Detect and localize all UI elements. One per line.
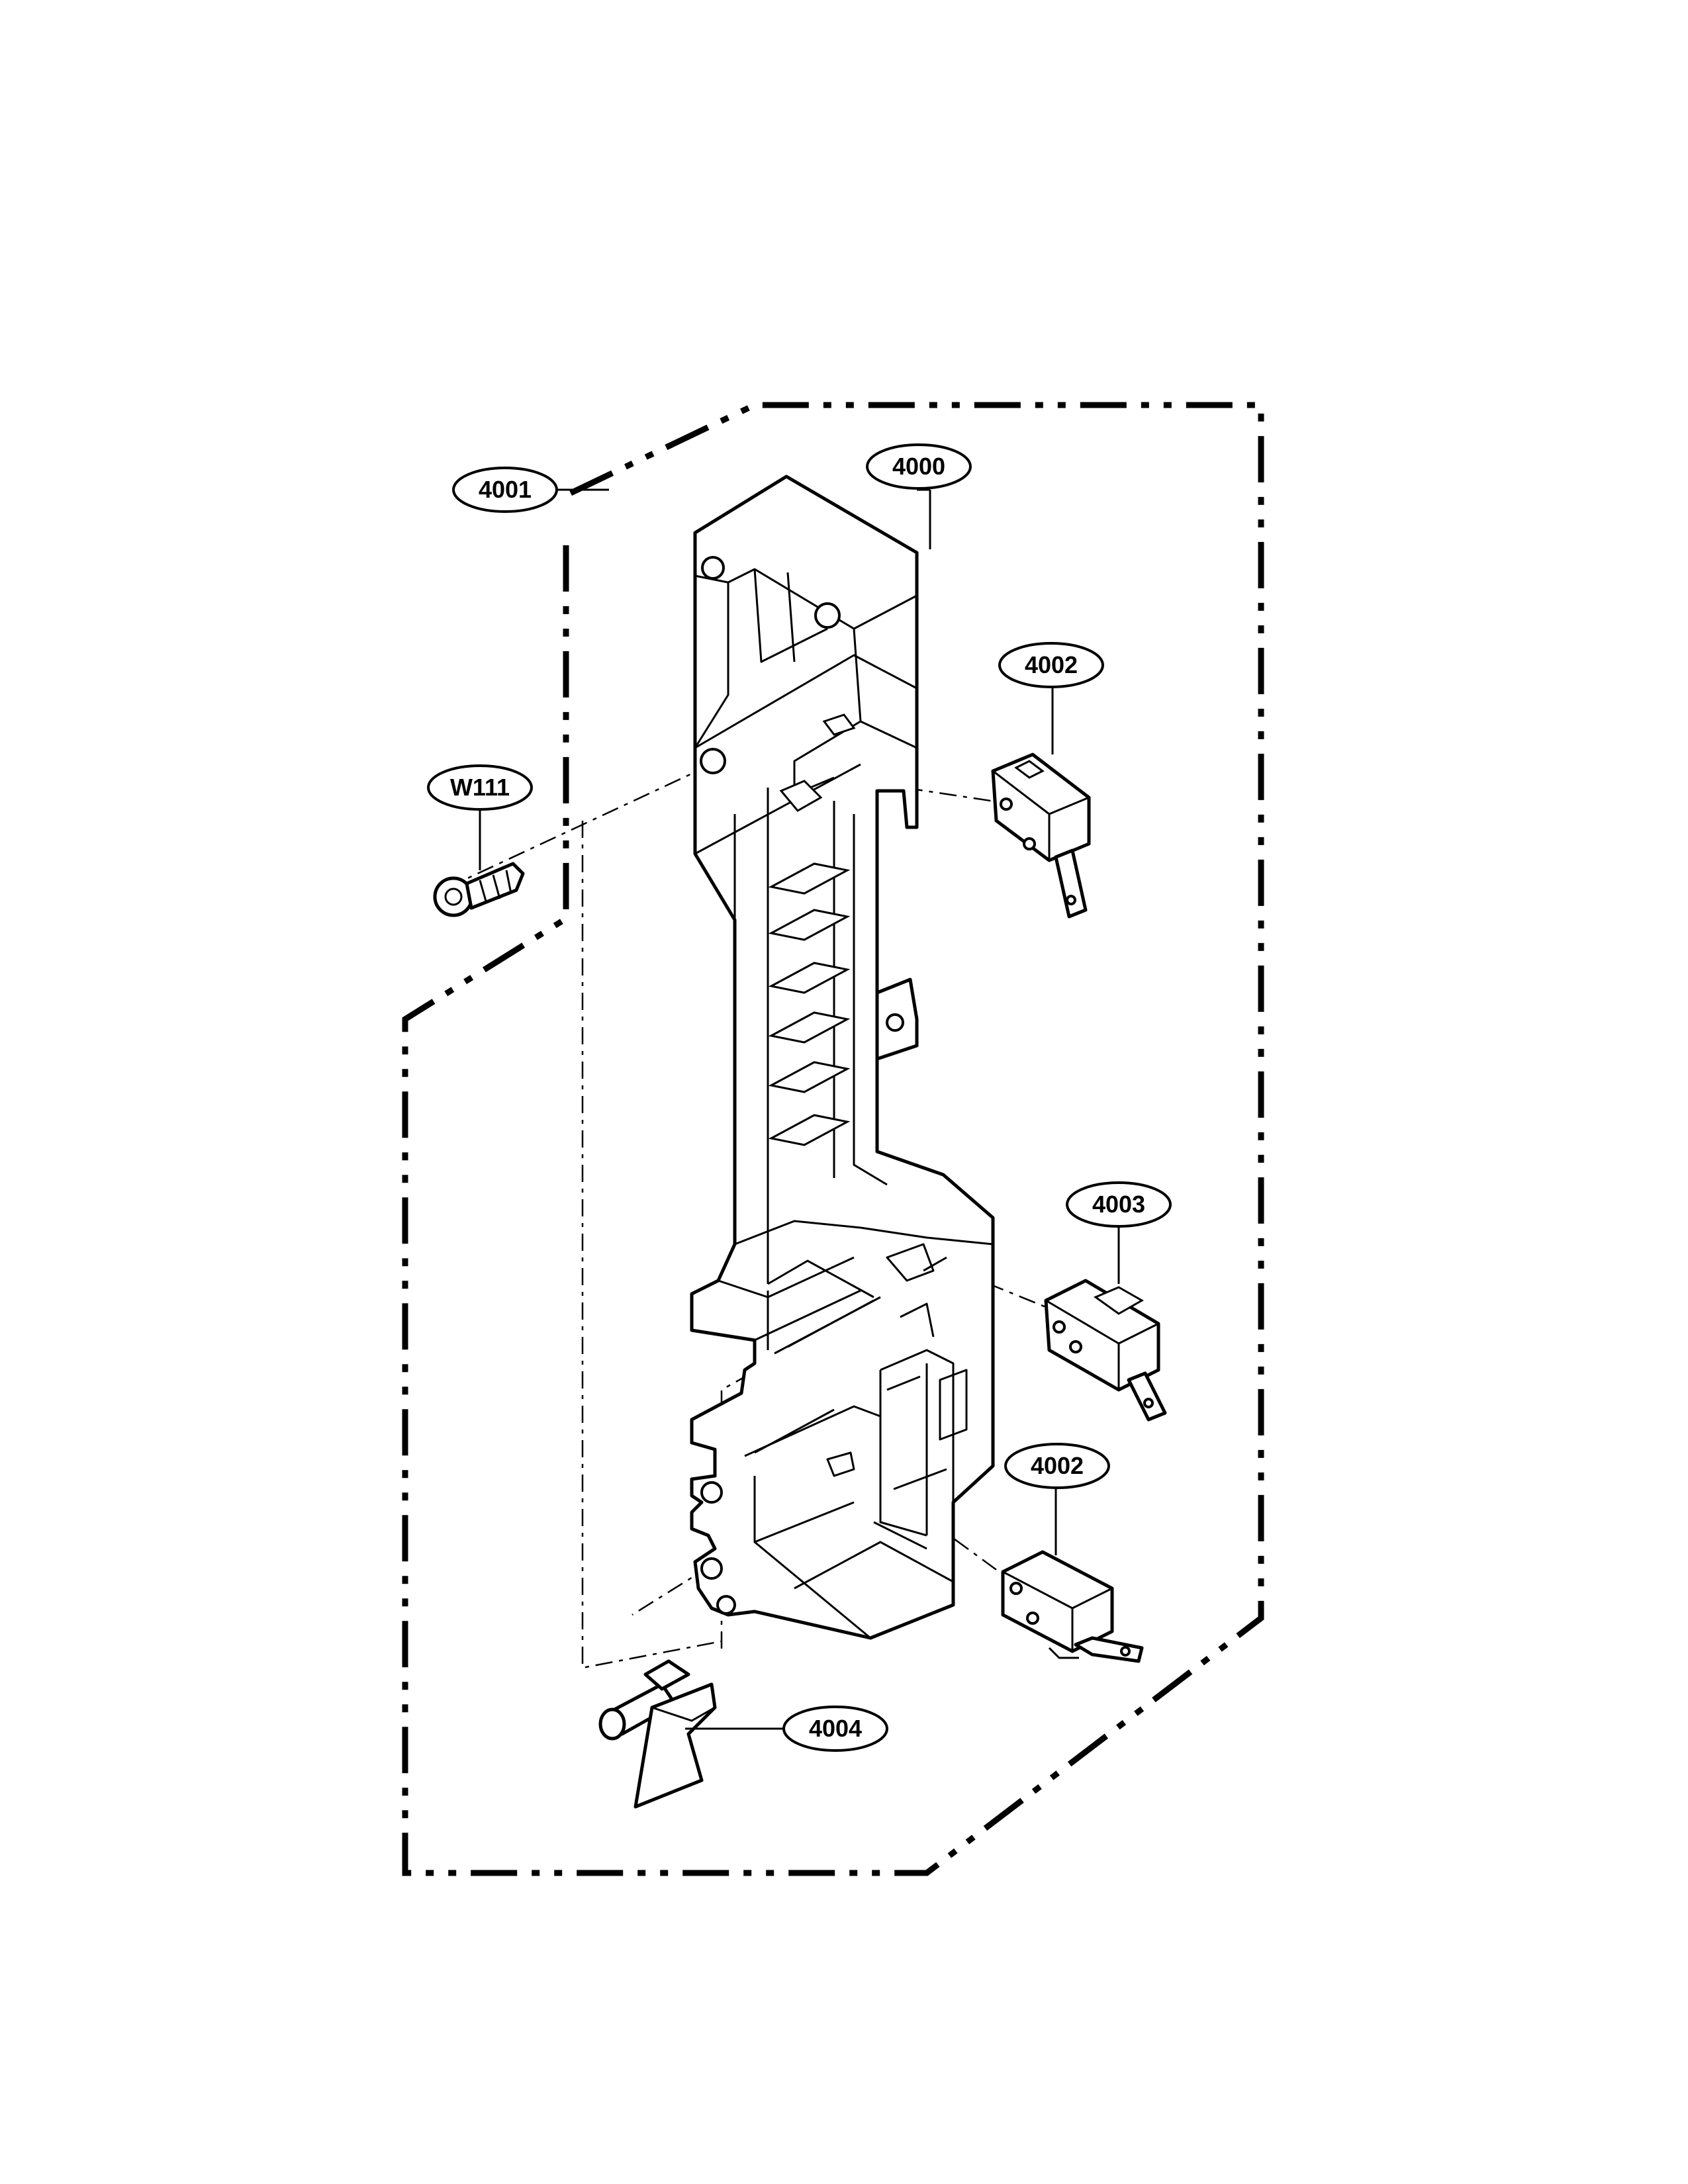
callout-4001: 4001 [452, 467, 558, 513]
callout-w111-label: W111 [450, 774, 510, 801]
switch-holder-frame [690, 475, 995, 1640]
callout-4000-label: 4000 [892, 453, 945, 480]
callout-4002-upper: 4002 [998, 642, 1104, 688]
callout-4003: 4003 [1066, 1181, 1172, 1228]
micro-switch-upper [991, 752, 1091, 919]
callout-4004: 4004 [782, 1706, 888, 1752]
micro-switch-lower [1001, 1550, 1144, 1663]
callout-4001-label: 4001 [479, 476, 532, 503]
micro-switch-middle [1044, 1279, 1167, 1422]
callout-4003-label: 4003 [1092, 1191, 1145, 1218]
screw [433, 862, 525, 917]
callout-4002-upper-label: 4002 [1025, 651, 1078, 678]
callout-4002-lower: 4002 [1004, 1443, 1110, 1489]
leader-lines [479, 488, 1120, 1730]
assembly-boundary [402, 402, 1264, 1876]
lever [598, 1659, 717, 1809]
callout-4000: 4000 [866, 443, 972, 490]
callout-4004-label: 4004 [809, 1715, 862, 1742]
frame-slots [768, 862, 851, 1146]
callout-4002-lower-label: 4002 [1031, 1452, 1084, 1479]
callout-w111: W111 [427, 764, 533, 811]
